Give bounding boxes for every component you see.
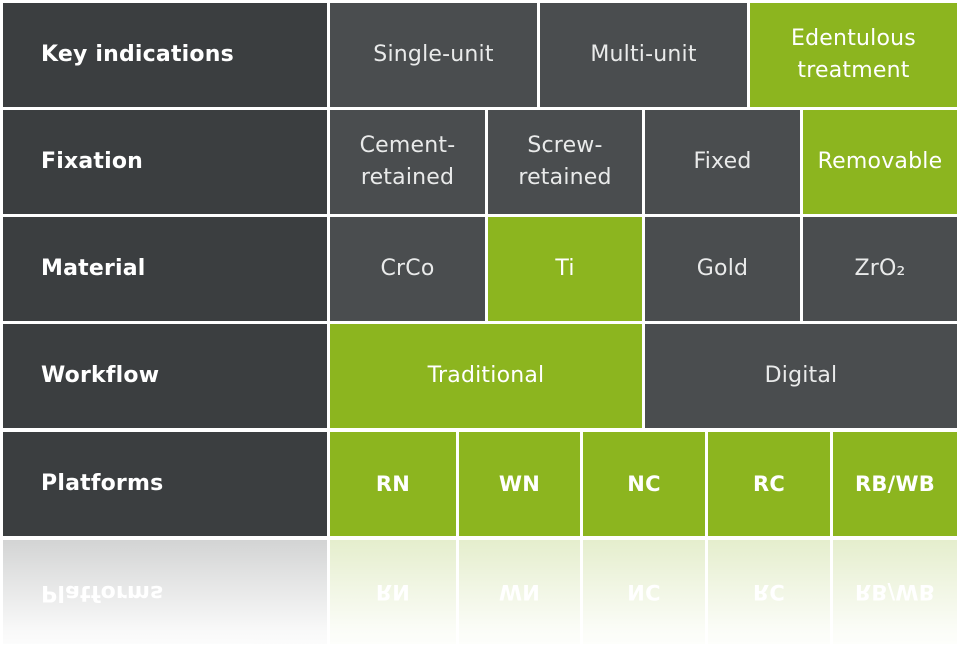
option-platform-rb-wb[interactable]: RB/WB	[833, 432, 957, 536]
reflection-fade	[0, 540, 960, 660]
option-traditional[interactable]: Traditional	[330, 324, 642, 428]
row-label-fixation: Fixation	[3, 110, 327, 214]
option-multi-unit[interactable]: Multi-unit	[540, 3, 747, 107]
reflection-decoration: Platforms RN WN NC RC RB/WB	[0, 540, 960, 660]
option-single-unit[interactable]: Single-unit	[330, 3, 537, 107]
option-removable[interactable]: Removable	[803, 110, 957, 214]
option-digital[interactable]: Digital	[645, 324, 957, 428]
row-label-key-indications: Key indications	[3, 3, 327, 107]
option-platform-wn[interactable]: WN	[459, 432, 580, 536]
row-label-platforms: Platforms	[3, 432, 327, 536]
option-edentulous-treatment[interactable]: Edentulous treatment	[750, 3, 957, 107]
option-gold[interactable]: Gold	[645, 217, 800, 321]
option-ti[interactable]: Ti	[488, 217, 642, 321]
selection-grid: Key indications Single-unit Multi-unit E…	[3, 3, 957, 536]
option-platform-nc[interactable]: NC	[583, 432, 705, 536]
row-label-material: Material	[3, 217, 327, 321]
option-screw-retained[interactable]: Screw- retained	[488, 110, 642, 214]
option-platform-rc[interactable]: RC	[708, 432, 830, 536]
option-platform-rn[interactable]: RN	[330, 432, 456, 536]
option-cement-retained[interactable]: Cement- retained	[330, 110, 485, 214]
option-crco[interactable]: CrCo	[330, 217, 485, 321]
option-fixed[interactable]: Fixed	[645, 110, 800, 214]
option-zro2[interactable]: ZrO₂	[803, 217, 957, 321]
row-label-workflow: Workflow	[3, 324, 327, 428]
